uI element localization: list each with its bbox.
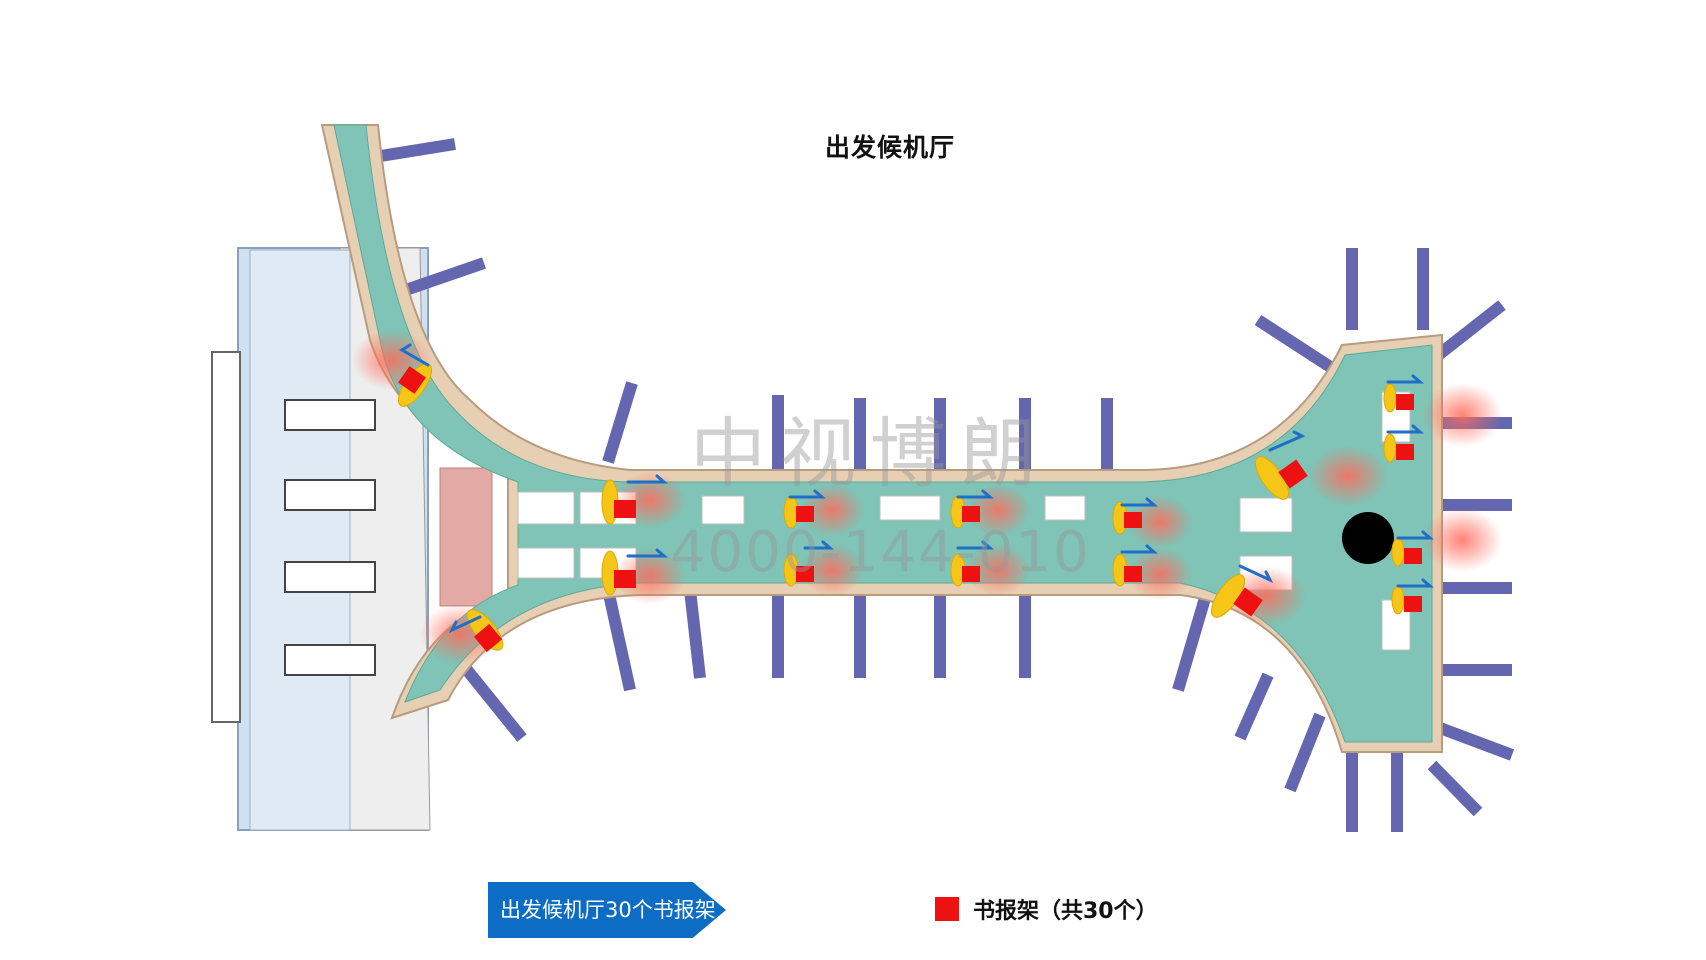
terminal-building xyxy=(211,247,493,831)
terminal-escalators xyxy=(284,399,376,676)
passenger-flow-glows xyxy=(352,330,1502,664)
flow-arrow-icon xyxy=(399,343,1435,634)
caption-banner: 出发候机厅30个书报架 xyxy=(488,882,726,938)
legend-swatch xyxy=(935,897,959,921)
concourse xyxy=(320,124,1443,753)
legend-label: 书报架（共30个） xyxy=(973,899,1158,924)
page-title: 出发候机厅 xyxy=(824,133,955,162)
legend: 书报架（共30个） xyxy=(935,893,1158,925)
newspaper-rack-icon xyxy=(398,366,1422,653)
